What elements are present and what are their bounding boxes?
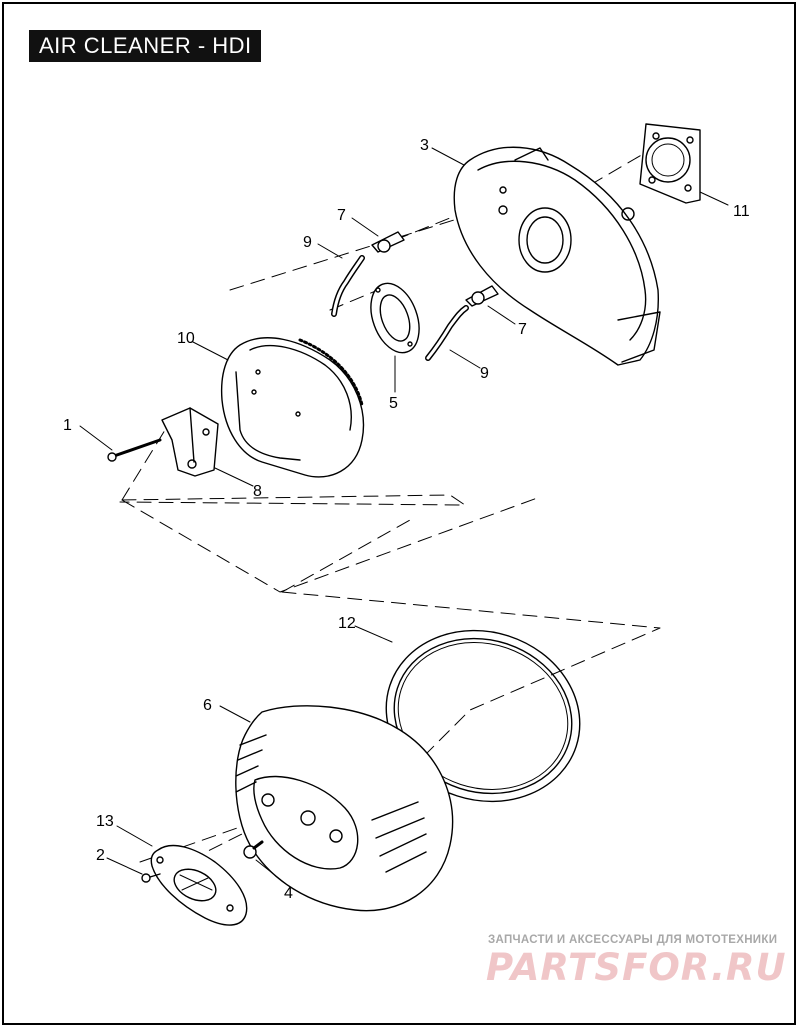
medallion-13 [150, 844, 248, 926]
gasket-plate-11 [639, 123, 701, 204]
callout-9-lower: 9 [480, 365, 489, 382]
callout-11: 11 [733, 203, 750, 220]
callout-13: 13 [96, 813, 114, 830]
leader-lines [79, 147, 729, 885]
screw-2 [141, 873, 161, 883]
callout-5: 5 [389, 395, 398, 412]
seal-ring-12 [385, 629, 581, 803]
callout-3: 3 [420, 137, 429, 154]
breather-bolt-7-upper [371, 231, 405, 253]
callouts: 3 11 7 9 7 9 5 10 1 8 12 6 13 2 4 [63, 137, 750, 902]
watermark-logo: PARTSFOR.RU [486, 946, 787, 989]
callout-7-lower: 7 [518, 321, 527, 338]
callout-4: 4 [284, 885, 293, 902]
cover-6 [235, 705, 454, 912]
screw-4 [243, 840, 264, 859]
callout-8: 8 [253, 483, 262, 500]
breather-hose-9-lower-inner [426, 306, 468, 360]
callout-1: 1 [63, 417, 72, 434]
breather-bolt-7-lower [465, 285, 499, 307]
watermark-subtitle: ЗАПЧАСТИ И АКСЕССУАРЫ ДЛЯ МОТОТЕХНИКИ [488, 934, 778, 946]
callout-9-upper: 9 [303, 234, 312, 251]
breather-hose-9-upper-inner [332, 256, 364, 316]
callout-6: 6 [203, 697, 212, 714]
bracket-8 [161, 407, 219, 477]
gasket-5 [370, 282, 420, 354]
callout-2: 2 [96, 847, 105, 864]
backplate-3 [453, 146, 661, 366]
callout-7-upper: 7 [337, 207, 346, 224]
diagram-title: AIR CLEANER - HDI [29, 30, 261, 62]
screw-1 [107, 438, 162, 462]
callout-10: 10 [177, 330, 195, 347]
filter-element-10 [220, 337, 365, 478]
callout-12: 12 [338, 615, 356, 632]
